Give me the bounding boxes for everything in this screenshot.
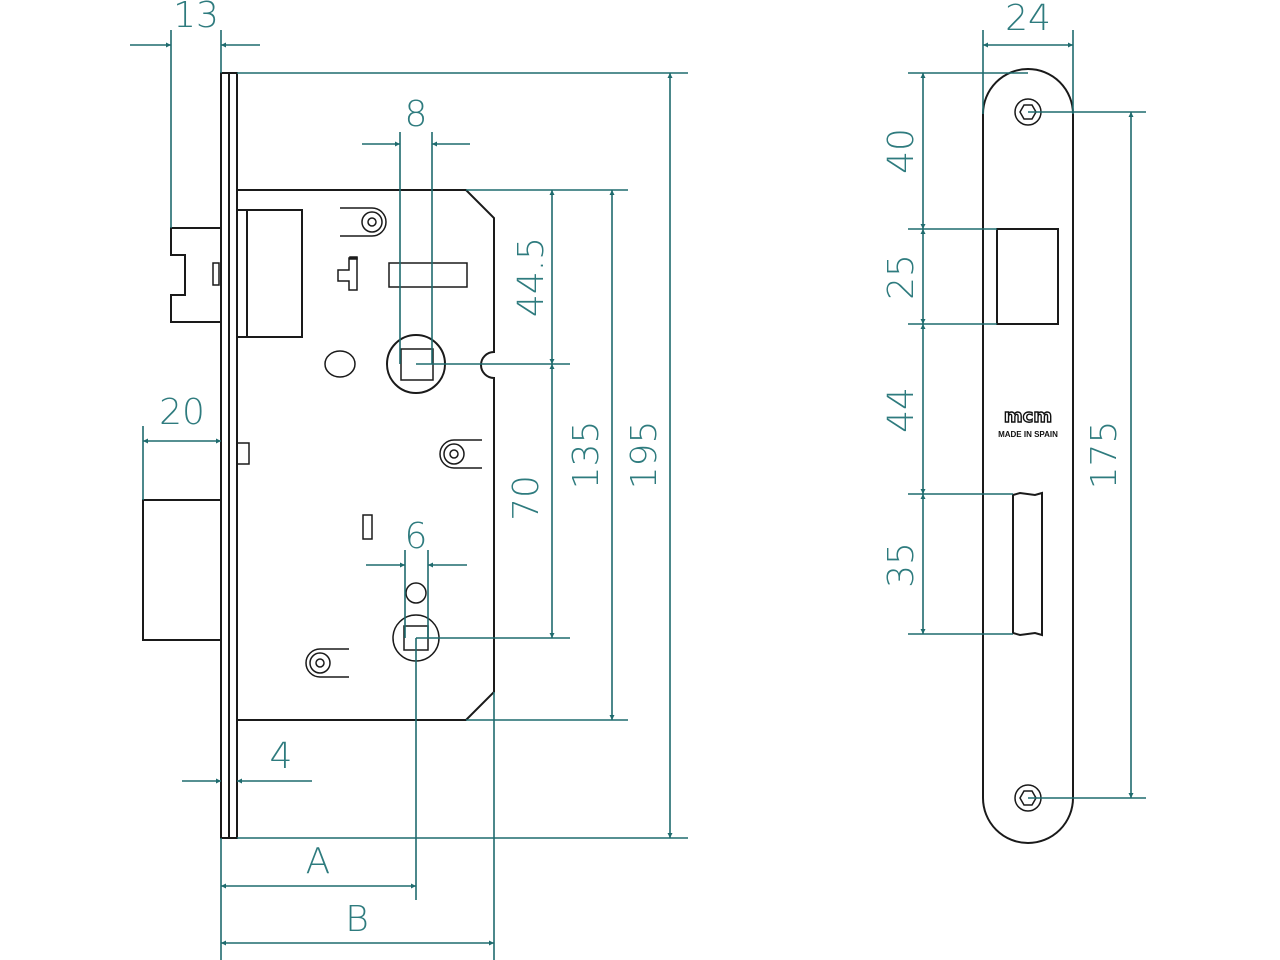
lock-case [237,189,495,721]
strike-dimensions: 24 40 25 44 35 175 [881,0,1146,799]
screw-icon [340,207,387,237]
dim-44: 44 [881,387,922,433]
cylinder-pin-hole [405,582,427,604]
dim-40: 40 [881,128,922,174]
latch-bolt-housing [236,209,303,338]
screw-icon [439,439,482,469]
latch-hole [996,228,1059,325]
faceplate-inner [228,72,238,839]
dim-44-5: 44.5 [511,237,552,317]
dim-b: B [345,899,369,940]
brand-subtitle: MADE IN SPAIN [998,430,1058,439]
latch-tab [212,262,220,286]
dim-a: A [306,841,331,882]
dim-70: 70 [506,475,547,521]
dim-35: 35 [881,542,922,588]
dim-8: 8 [405,94,428,135]
dim-135: 135 [566,421,607,490]
dim-6: 6 [405,516,428,557]
bolt-hole [1012,491,1043,637]
dim-195: 195 [624,421,665,490]
dim-25: 25 [881,254,922,300]
small-slot [362,514,373,540]
latch-projection [170,227,221,323]
dim-24: 24 [1005,0,1051,39]
screw-icon [305,648,349,678]
lock-dimensions: 13 8 20 6 4 44.5 70 1 [130,0,688,960]
horizontal-slot [388,262,468,288]
deadbolt [142,499,222,641]
dim-175: 175 [1084,421,1125,490]
faceplate [220,72,230,839]
strike-plate: mcm MADE IN SPAIN [982,68,1074,844]
strike-plate-outline [982,68,1074,844]
brand-logo: mcm [1004,406,1052,427]
lock-body [142,72,495,839]
oval-hole [324,350,356,378]
t-slot [337,257,358,291]
dim-13: 13 [173,0,219,36]
trigger-tab [236,442,250,465]
dim-20: 20 [159,392,205,433]
dim-4: 4 [270,736,293,777]
